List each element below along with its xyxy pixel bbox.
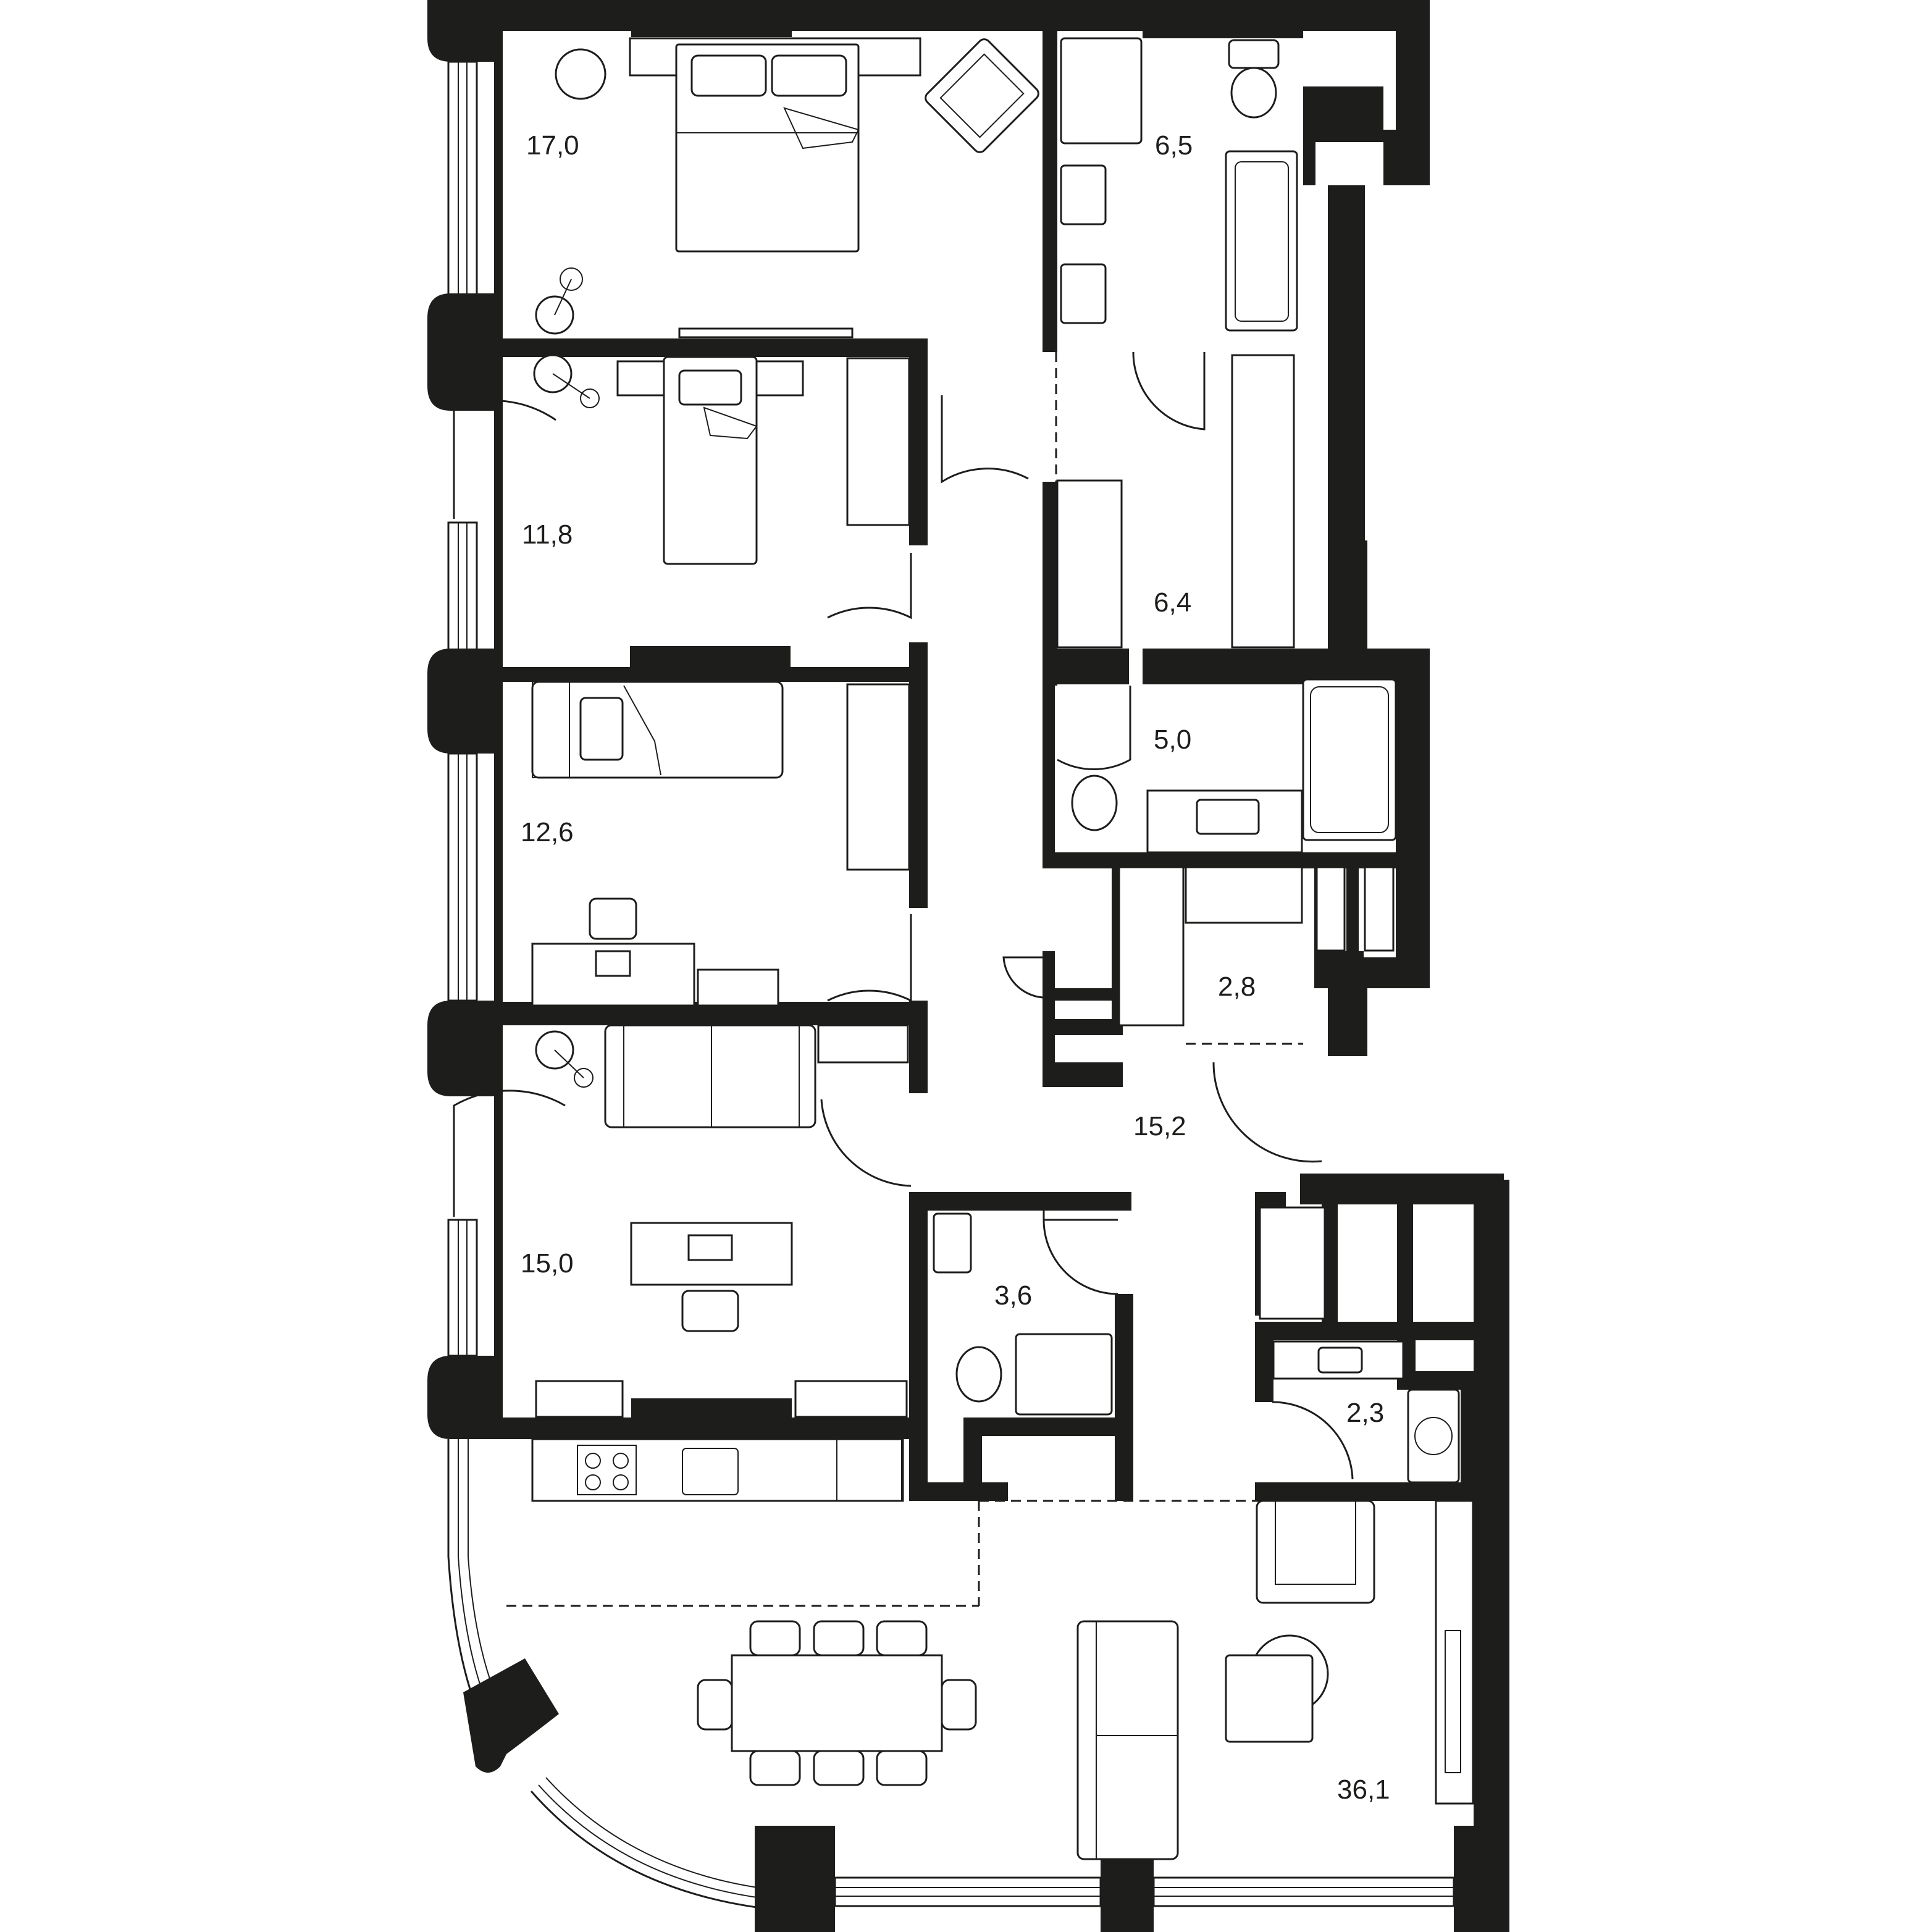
doors <box>453 351 1411 1480</box>
zone-lines <box>506 352 1303 1607</box>
area-label-bedroom-2: 11,8 <box>522 519 573 550</box>
area-label-bedroom-4: 15,0 <box>521 1248 574 1279</box>
area-label-bedroom-3: 12,6 <box>521 817 574 847</box>
area-label-bedroom-master: 17,0 <box>526 130 579 161</box>
area-labels: 17,0 6,5 11,8 6,4 5,0 12,6 2,8 15,2 15,0… <box>521 130 1390 1805</box>
area-label-bathroom-2: 5,0 <box>1154 724 1191 755</box>
area-label-storage: 2,8 <box>1218 972 1256 1002</box>
area-label-bathroom-master: 6,5 <box>1155 130 1193 161</box>
furniture <box>531 37 1474 1860</box>
area-label-wardrobe-hall: 6,4 <box>1154 587 1191 618</box>
walls <box>427 0 1509 1932</box>
area-label-living-kitchen: 36,1 <box>1337 1774 1390 1805</box>
area-label-laundry: 2,3 <box>1346 1398 1384 1428</box>
area-label-corridor: 15,2 <box>1133 1111 1186 1141</box>
area-label-toilet: 3,6 <box>994 1280 1032 1311</box>
